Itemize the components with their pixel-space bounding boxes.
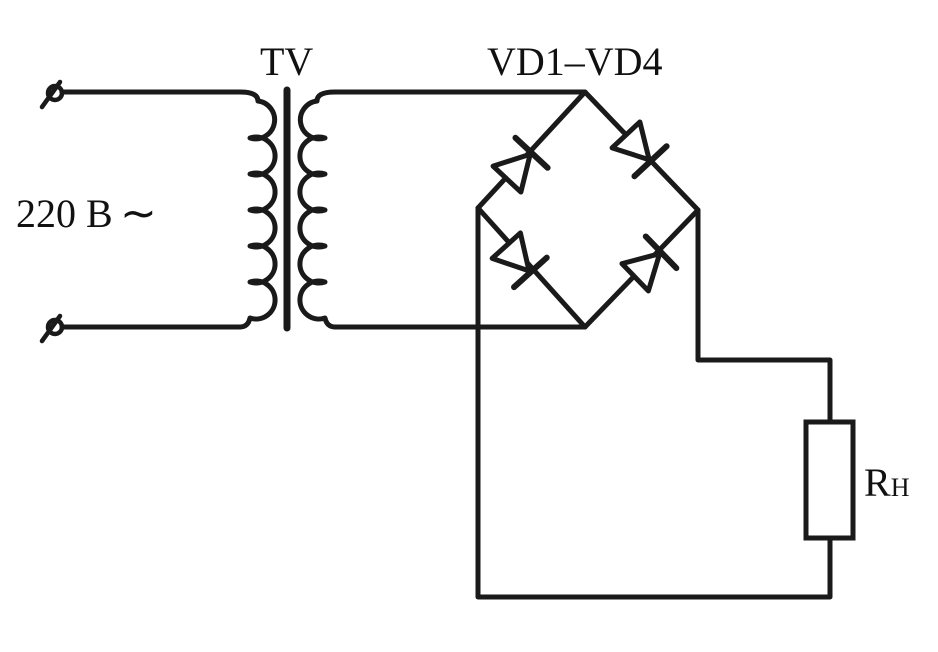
bridge-diamond (475, 89, 701, 330)
output-wire-positive (695, 207, 833, 425)
load-label-sub: H (891, 473, 910, 502)
ac-symbol: ~ (120, 188, 157, 239)
diode-bridge-label: VD1–VD4 (487, 39, 663, 84)
load-label-main: R (864, 460, 891, 505)
output-wire-negative (475, 205, 833, 600)
diode-vd4 (619, 233, 680, 294)
diode-vd1 (490, 134, 551, 195)
transformer-label: TV (260, 39, 313, 84)
diode-vd3 (489, 230, 550, 291)
supply-voltage-label: 220 B (16, 191, 113, 236)
input-terminal-top (39, 79, 65, 110)
input-terminal-bottom (39, 313, 65, 344)
primary-winding (237, 89, 278, 330)
diode-vd2 (609, 119, 670, 180)
secondary-winding (297, 89, 338, 330)
load-label: RH (864, 460, 910, 505)
load-resistor (803, 419, 856, 541)
